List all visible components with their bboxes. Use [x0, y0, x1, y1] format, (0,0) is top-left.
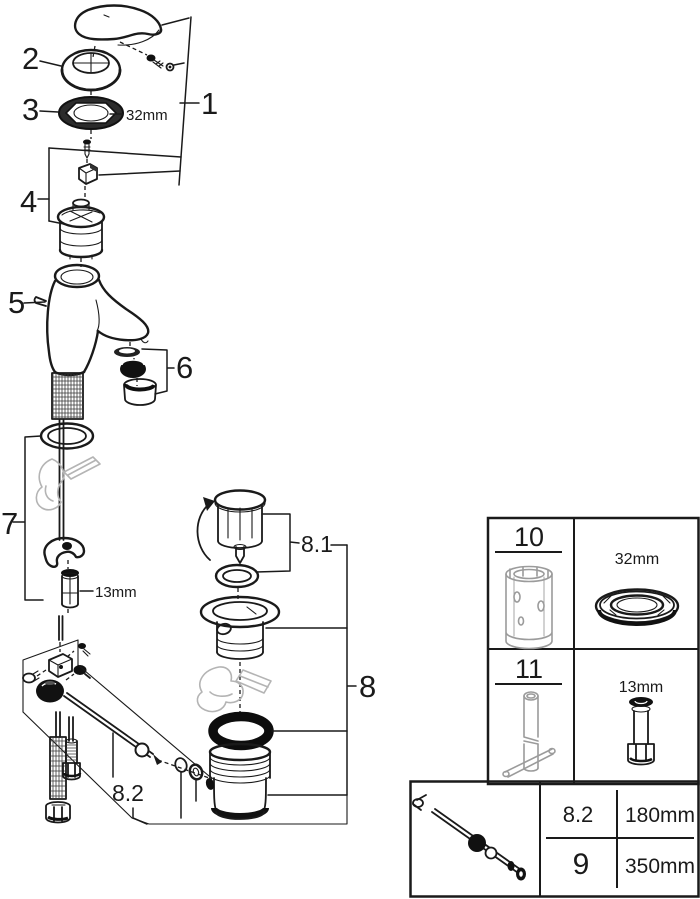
callout-6: 6: [176, 350, 193, 385]
callout-5: 5: [8, 285, 25, 320]
part-6-aerator-group: 6: [114, 347, 193, 406]
part-1-lever-handle: 1: [73, 4, 218, 186]
dimension-32mm-label: 32mm: [126, 107, 168, 124]
callout-8: 8: [359, 669, 376, 704]
handle-screw-icon: [146, 54, 156, 62]
part-2-cap-ring: 2: [22, 41, 122, 92]
size-32mm-label: 32mm: [615, 551, 659, 568]
part-7-mounting-set: 13mm 7: [1, 422, 137, 641]
callout-7: 7: [1, 506, 18, 541]
dimension-13mm-label: 13mm: [95, 584, 137, 601]
ring-nut-icon: [594, 588, 680, 626]
rotate-arrow-icon: [203, 497, 215, 511]
part-4-cartridge-group: 4: [20, 139, 182, 260]
callout-2: 2: [22, 41, 39, 76]
part-8-1-popup-plug: 8.1: [196, 489, 348, 589]
length-ref-8-2: 8.2: [563, 802, 594, 827]
assembly-axis-lines: [36, 41, 241, 780]
pop-up-mechanism: 8.2: [22, 639, 348, 825]
drain-o-ring: [208, 711, 274, 751]
callout-4: 4: [20, 184, 37, 219]
tools-table: 10 32mm 11: [486, 516, 700, 786]
supply-hoses: [45, 711, 82, 824]
length-value-180mm: 180mm: [625, 804, 695, 827]
length-value-350mm: 350mm: [625, 855, 695, 878]
length-table: 8.2 180mm 9 350mm: [409, 780, 700, 898]
part-3-ring-nut: 3 32mm: [22, 92, 168, 130]
cartridge-socket-tool-icon: [505, 565, 553, 650]
ghost-sink-outline-lower: [196, 666, 272, 713]
callout-3: 3: [22, 92, 39, 127]
size-13mm-label: 13mm: [619, 679, 663, 696]
t-handle-key-tool-icon: [502, 691, 556, 778]
tool-10-number: 10: [514, 522, 544, 552]
callout-1: 1: [201, 86, 218, 121]
ghost-sink-outline-upper: [35, 456, 101, 511]
callout-8-2: 8.2: [112, 780, 144, 806]
callout-8-1: 8.1: [301, 531, 333, 557]
pop-up-rod-icon: [412, 794, 526, 881]
hex-bolt-icon: [627, 697, 655, 766]
part-5-faucet-body: 5: [8, 263, 150, 541]
length-ref-9: 9: [573, 848, 590, 881]
part-8-drain-set: 8: [196, 544, 376, 820]
tool-11-number: 11: [515, 654, 543, 684]
